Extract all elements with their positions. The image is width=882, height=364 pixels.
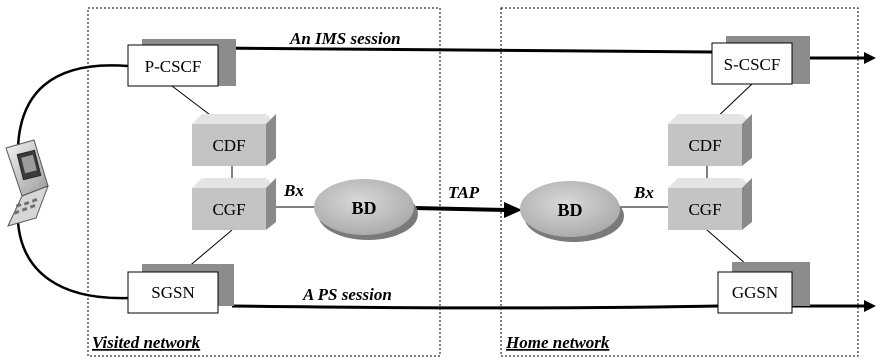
home-network-boundary [500, 7, 859, 357]
ims-session-arrowhead [864, 52, 876, 64]
tap-arrow-line [413, 206, 507, 212]
ps-session-arrowhead [864, 300, 876, 312]
cgf-left-label: CGF [212, 200, 245, 219]
tap-label: TAP [448, 183, 480, 202]
visited-network-label: Visited network [92, 333, 201, 352]
ims-session-label: An IMS session [289, 29, 401, 48]
link-phone-pcscf [16, 64, 129, 149]
pcscf-label: P-CSCF [145, 57, 202, 76]
visited-network-boundary [87, 7, 441, 357]
link-phone-sgsn [16, 221, 129, 300]
bx-right-label: Bx [633, 183, 654, 202]
cgf-left-node: CGF [192, 178, 276, 230]
ps-session-line [231, 304, 719, 310]
flip-phone-icon [5, 139, 49, 227]
scscf-node: S-CSCF [711, 36, 810, 85]
bd-right-node: BD [520, 181, 624, 242]
cdf-left-node: CDF [192, 114, 276, 166]
ps-session-label: A PS session [302, 285, 392, 304]
home-network-label: Home network [505, 333, 610, 352]
cgf-right-label: CGF [688, 200, 721, 219]
pcscf-node: P-CSCF [127, 39, 236, 87]
cdf-right-label: CDF [688, 136, 721, 155]
scscf-label: S-CSCF [724, 55, 781, 74]
bd-right-label: BD [557, 200, 582, 220]
bd-left-node: BD [314, 179, 418, 240]
sgsn-node: SGSN [127, 264, 234, 314]
sgsn-label: SGSN [151, 283, 194, 302]
cgf-right-node: CGF [668, 178, 752, 230]
ggsn-label: GGSN [732, 283, 778, 302]
tap-arrow-head [504, 202, 522, 218]
ims-session-line [214, 46, 713, 54]
ggsn-node: GGSN [717, 262, 810, 314]
bd-left-label: BD [351, 198, 376, 218]
cdf-left-label: CDF [212, 136, 245, 155]
cdf-right-node: CDF [668, 114, 752, 166]
bx-left-label: Bx [283, 181, 304, 200]
